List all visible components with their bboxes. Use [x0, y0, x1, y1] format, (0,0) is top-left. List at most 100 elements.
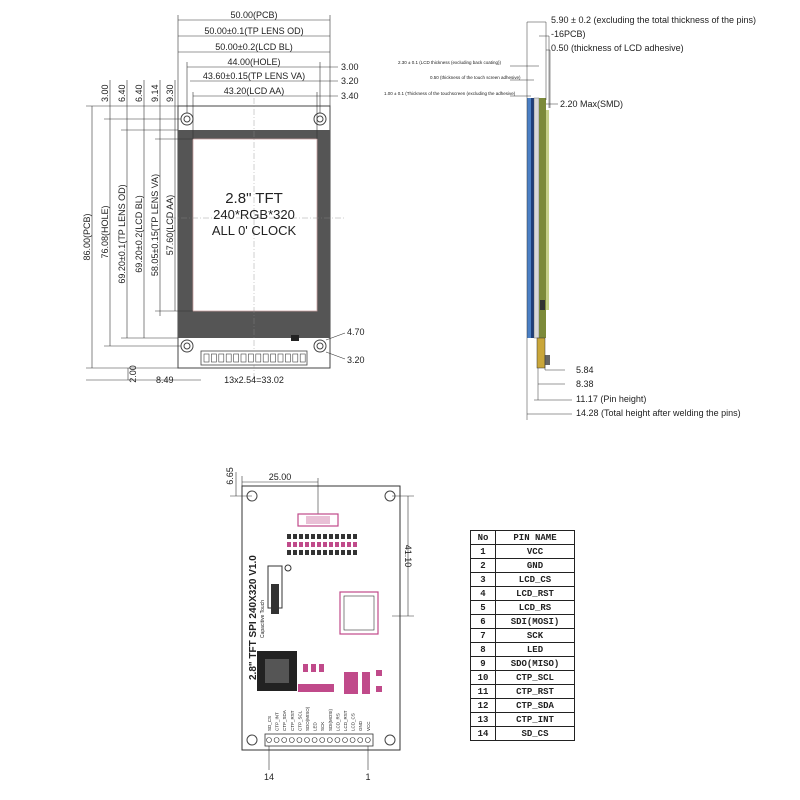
- pin-name: VCC: [495, 544, 575, 559]
- pin-name: LCD_RS: [495, 600, 575, 615]
- smd-pad: [335, 534, 339, 539]
- dim-header-pitch: 13x2.54=33.02: [224, 375, 284, 385]
- dim-header-offset: 8.49: [156, 375, 174, 385]
- pin-name: LCD_RST: [495, 586, 575, 601]
- dim-lcd-aa-width: 43.20(LCD AA): [224, 86, 285, 96]
- dim-tp-lens-od-width: 50.00±0.1(TP LENS OD): [204, 26, 303, 36]
- dim-hole-diameter: 4.70: [347, 327, 365, 337]
- lcd-active-area: [192, 138, 318, 312]
- header-pin: [292, 353, 299, 363]
- smd-pad: [293, 550, 297, 555]
- dim-tp-lens-va-width: 43.60±0.15(TP LENS VA): [203, 71, 305, 81]
- dim-right-offset: 3.20: [341, 76, 359, 86]
- dim-pin-height: 11.17 (Pin height): [576, 394, 646, 404]
- dim-top-offset: 6.40: [134, 84, 144, 102]
- dim-top-offset: 3.00: [100, 84, 110, 102]
- pin-name: CTP_SCL: [495, 670, 575, 685]
- dim-hole-diameter: 3.20: [347, 355, 365, 365]
- touch-label: Capacitive Touch: [260, 600, 266, 638]
- header-pin: [211, 353, 217, 363]
- smd-pad: [305, 534, 309, 539]
- header-pin: [342, 737, 348, 743]
- back-pin-label: LED: [313, 721, 318, 731]
- pin-name: CTP_INT: [495, 712, 575, 727]
- back-pin-label: CTP_SDA: [282, 710, 287, 731]
- pin-name: GND: [495, 558, 575, 573]
- front-view: 2.8" TFT 240*RGB*320 ALL 0' CLOCK 50.00(…: [82, 10, 365, 385]
- smd-pad: [293, 534, 297, 539]
- pin-number: 9: [470, 656, 496, 671]
- dim-hole-width: 44.00(HOLE): [227, 57, 280, 67]
- smd-pad: [353, 550, 357, 555]
- pin-name: CTP_SDA: [495, 698, 575, 713]
- header-pin: [248, 353, 254, 363]
- back-pin-label: LCD_RS: [335, 713, 340, 731]
- header-pin: [281, 737, 288, 743]
- smd-pad: [311, 550, 315, 555]
- smd-pad: [335, 550, 339, 555]
- smd-pad: [299, 534, 303, 539]
- header-pin: [349, 737, 356, 743]
- back-pin-label: VCC: [366, 721, 371, 731]
- back-pin-header: [264, 733, 374, 747]
- header-pin: [296, 737, 303, 743]
- note-lcd-thickness: 2.30 ± 0.1 (LCD thickness (excluding bac…: [398, 60, 502, 65]
- header-pin: [304, 737, 310, 743]
- dim-hole-top-offset: 6.65: [225, 467, 235, 485]
- pin-number: 10: [470, 670, 496, 685]
- header-pin: [299, 353, 306, 363]
- front-pin-header: [200, 350, 308, 366]
- smd-pad: [305, 550, 309, 555]
- smd-pad: [305, 542, 309, 547]
- smd-pad: [311, 542, 315, 547]
- dim-right-offset: 3.40: [341, 91, 359, 101]
- side-view: 5.90 ± 0.2 (excluding the total thicknes…: [384, 15, 756, 420]
- smd-pad: [353, 542, 357, 547]
- dim-bottom-margin: 2.00: [128, 365, 138, 383]
- dim-hole-height: 76.08(HOLE): [100, 205, 110, 258]
- mount-hole: [313, 339, 327, 353]
- pin-end-label-14: 14: [264, 772, 274, 782]
- note-touch-adhesive: 0.50 (thickness of the touch screen adhe…: [430, 75, 521, 80]
- smd-pad: [353, 534, 357, 539]
- back-pin-label: SDI(MOSI): [328, 708, 333, 731]
- header-pin: [277, 353, 284, 363]
- header-pin: [334, 737, 341, 743]
- smd-pad: [311, 534, 315, 539]
- back-pin-label: SD_CS: [267, 716, 272, 731]
- dim-tp-lens-va-height: 58.05±0.15(TP LENS VA): [150, 174, 160, 276]
- smd-pad: [317, 550, 321, 555]
- smd-pad: [323, 550, 327, 555]
- pin-name: LCD_CS: [495, 572, 575, 587]
- header-pin: [233, 353, 239, 363]
- dim-pin-offset: 8.38: [576, 379, 594, 389]
- smd-pad: [317, 534, 321, 539]
- back-pin-label: CTP_INT: [275, 712, 280, 731]
- dim-lcd-bl-height: 69.20±0.2(LCD BL): [134, 195, 144, 272]
- pin-number: 8: [470, 642, 496, 657]
- pin-name: SCK: [495, 628, 575, 643]
- header-pin: [225, 353, 232, 363]
- pin-number: 5: [470, 600, 496, 615]
- smd-pad: [341, 542, 345, 547]
- back-pin-label: GND: [358, 720, 363, 731]
- dim-total-thickness: 5.90 ± 0.2 (excluding the total thicknes…: [551, 15, 756, 25]
- back-pin-label: LCD_CS: [351, 713, 356, 731]
- pin-table-header: No PIN NAME: [470, 530, 575, 545]
- smd-pad: [323, 542, 327, 547]
- header-pin: [266, 737, 272, 743]
- note-touch-thickness: 1.00 ± 0.1 (Thickness of the touchscreen…: [384, 91, 516, 96]
- dim-top-offset: 6.40: [117, 84, 127, 102]
- pin-number: 11: [470, 684, 496, 699]
- smd-pad: [287, 542, 291, 547]
